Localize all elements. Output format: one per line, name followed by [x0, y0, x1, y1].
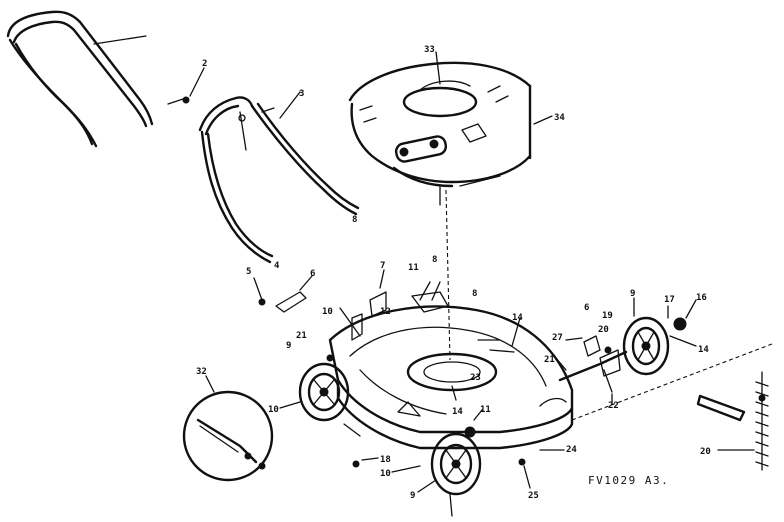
callout-rear-deflector: 7	[380, 261, 385, 271]
callout-right-wheel-cap: 17	[664, 295, 675, 305]
front-left-wheel	[417, 432, 482, 517]
callout-engine-shroud: 34	[554, 113, 565, 123]
callout-engine-bolt: 8	[472, 289, 477, 299]
callout-front-arm: 22	[608, 401, 619, 411]
upper-handle-bolt	[167, 67, 205, 105]
upper-handle	[6, 10, 154, 148]
callout-bolt-front: 24	[566, 445, 577, 455]
right-dashed-lead	[571, 343, 773, 421]
front-wheel-bolt	[464, 409, 483, 438]
callout-deck-edge: 14	[512, 313, 523, 323]
engine-shaft-lead	[445, 189, 451, 361]
callout-arrow-down	[451, 385, 457, 401]
callout-height-adjuster: 12	[380, 307, 391, 317]
right-axle-assembly	[555, 335, 628, 405]
callout-axle-spring-small: 20	[598, 325, 609, 335]
callout-engine-bracket: 11	[408, 263, 419, 273]
callout-right-wheel-nut: 16	[696, 293, 707, 303]
callout-right-bracket: 19	[602, 311, 613, 321]
callout-mulch-kit: 32	[196, 367, 207, 377]
bottom-bolts	[518, 449, 565, 489]
callout-handle-bracket-right: 6	[584, 303, 589, 313]
callout-rear-arm: 21	[296, 331, 307, 341]
callout-rear-arm-right: 21	[544, 355, 555, 365]
callout-blade-adapter: 18	[380, 455, 391, 465]
mower-deck	[328, 281, 574, 450]
mulch-kit-inset	[182, 375, 274, 482]
callout-deck-bolt-top: 8	[432, 255, 437, 265]
engine	[348, 51, 553, 206]
callout-upper-handle-bolt: 2	[202, 59, 207, 69]
rear-left-wheel	[279, 354, 350, 422]
callout-front-right-wheel-front: 9	[410, 491, 415, 501]
right-wheel-hardware	[667, 299, 697, 347]
callout-handle-bracket: 6	[310, 269, 315, 279]
callout-front-right-wheel-left: 9	[286, 341, 291, 351]
callout-lower-handle: 3	[299, 89, 304, 99]
callout-rear-left-wheel: 10	[322, 307, 333, 317]
callout-right-wheel: 9	[630, 289, 635, 299]
callout-left-wheel-bolt: 10	[268, 405, 279, 415]
callout-front-wheel-bolt: 11	[480, 405, 491, 415]
part-code: FV1029 A3.	[588, 474, 669, 487]
callout-axle-spring: 20	[700, 447, 711, 457]
right-wheel	[622, 297, 670, 376]
callout-bolt-under: 25	[528, 491, 539, 501]
callout-axle-plate: 27	[552, 333, 563, 343]
callout-engine-bolt-top: 8	[352, 215, 357, 225]
callout-wheel-bolt-lower: 10	[380, 469, 391, 479]
callout-right-washer: 14	[698, 345, 709, 355]
callout-engine-cover: 33	[424, 45, 435, 55]
callout-lower-handle-end: 4	[274, 261, 280, 271]
lower-handle	[198, 91, 360, 264]
rear-spring-assembly	[696, 371, 769, 471]
rear-deflector	[369, 269, 387, 317]
callout-deck-edge-lower: 14	[452, 407, 463, 417]
callout-side-hole: 23	[470, 373, 481, 383]
handle-mount-bolt	[253, 277, 266, 306]
handle-bracket	[275, 275, 313, 313]
lower-bolts	[352, 457, 421, 473]
callout-handle-mount-bolt: 5	[246, 267, 251, 277]
